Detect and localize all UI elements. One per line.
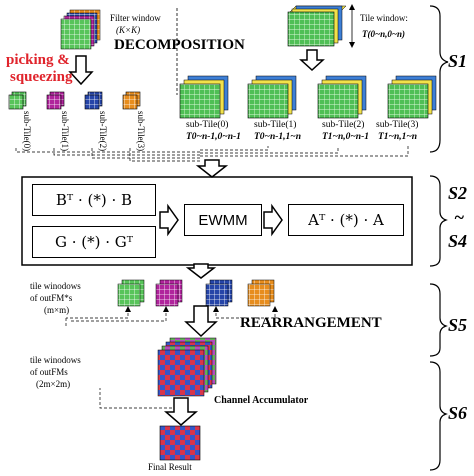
output-transform-text: Aᵀ · (*) · A xyxy=(308,211,384,229)
stage-s5: S5 xyxy=(448,315,468,335)
tile-window-stack xyxy=(287,5,347,47)
stage-s2: S2 xyxy=(448,183,468,203)
tile-window-label: Tile window: xyxy=(360,13,408,23)
filter-window-label: Filter window xyxy=(110,13,161,23)
rearrangement-title: REARRANGEMENT xyxy=(240,315,382,331)
outfm-label-1: tile winodows xyxy=(30,355,81,365)
sub-tile-1-name: sub-Tile(1) xyxy=(254,120,297,130)
rearrange-arrow xyxy=(184,305,218,338)
sub-tile-1-range: T0~n-1,1~n xyxy=(254,132,301,142)
filter-transform-box: G · (*) · Gᵀ xyxy=(32,226,156,258)
outfm-star-size: (m×m) xyxy=(44,305,70,315)
stage-s4: S4 xyxy=(448,231,468,251)
squeezing-label: squeezing xyxy=(10,69,73,85)
to-ewmm-arrow xyxy=(159,203,179,237)
outfm-star-label-2: of outFM*s xyxy=(30,293,73,303)
sub-tile-0-range: T0~n-1,0~n-1 xyxy=(186,132,241,142)
ewmm-box: EWMM xyxy=(184,204,262,236)
final-result-grid xyxy=(159,425,201,461)
stage-tilde: ~ xyxy=(454,207,465,227)
outfm-star-label-1: tile winodows xyxy=(30,281,81,291)
output-transform-box: Aᵀ · (*) · A xyxy=(288,204,404,236)
input-transform-text: Bᵀ · (*) · B xyxy=(55,191,133,209)
filter-window-stack xyxy=(60,9,101,50)
stage-s1: S1 xyxy=(448,51,468,71)
ewmm-text: EWMM xyxy=(198,211,248,229)
sub-tile-graphics xyxy=(179,75,437,119)
transform-block xyxy=(21,176,413,266)
outfm-label-2: of outFMs xyxy=(30,367,68,377)
to-transform-arrow xyxy=(195,159,229,178)
outfm-size: (2m×2m) xyxy=(36,379,71,389)
stage-s6: S6 xyxy=(448,403,468,423)
from-ewmm-arrow xyxy=(263,203,283,237)
tile-window-size: T(0~n,0~n) xyxy=(362,29,406,39)
picking-label: picking & xyxy=(6,52,70,68)
to-s5-arrow xyxy=(185,263,217,279)
sub-tile-3-name: sub-Tile(3) xyxy=(376,120,419,130)
picked-grids xyxy=(8,91,141,110)
outfm-stack xyxy=(157,337,217,397)
vertical-label-subtile-1: sub-Tile(1) xyxy=(60,111,70,152)
outfm-star-stacks xyxy=(117,279,275,307)
filter-window-size: (K×K) xyxy=(116,25,141,35)
sub-tile-2-range: T1~n,0~n-1 xyxy=(322,132,369,142)
channel-accumulator-label: Channel Accumulator xyxy=(214,395,309,406)
vertical-label-subtile-0: sub-Tile(0) xyxy=(22,111,32,152)
sub-tile-0-name: sub-Tile(0) xyxy=(186,120,229,130)
vertical-label-subtile-3: sub-Tile(3) xyxy=(136,111,146,152)
input-transform-box: Bᵀ · (*) · B xyxy=(32,184,156,216)
accumulator-arrow xyxy=(163,397,199,426)
decomposition-title: DECOMPOSITION xyxy=(114,37,245,53)
decompose-arrow xyxy=(299,49,325,72)
filter-transform-text: G · (*) · Gᵀ xyxy=(54,233,134,251)
vertical-label-subtile-2: sub-Tile(2) xyxy=(98,111,108,152)
stage-braces xyxy=(429,5,449,471)
final-result-label: Final Result xyxy=(148,462,192,472)
picking-arrow xyxy=(68,55,94,86)
sub-tile-3-range: T1~n,1~n xyxy=(378,132,418,142)
sub-tile-2-name: sub-Tile(2) xyxy=(322,120,365,130)
